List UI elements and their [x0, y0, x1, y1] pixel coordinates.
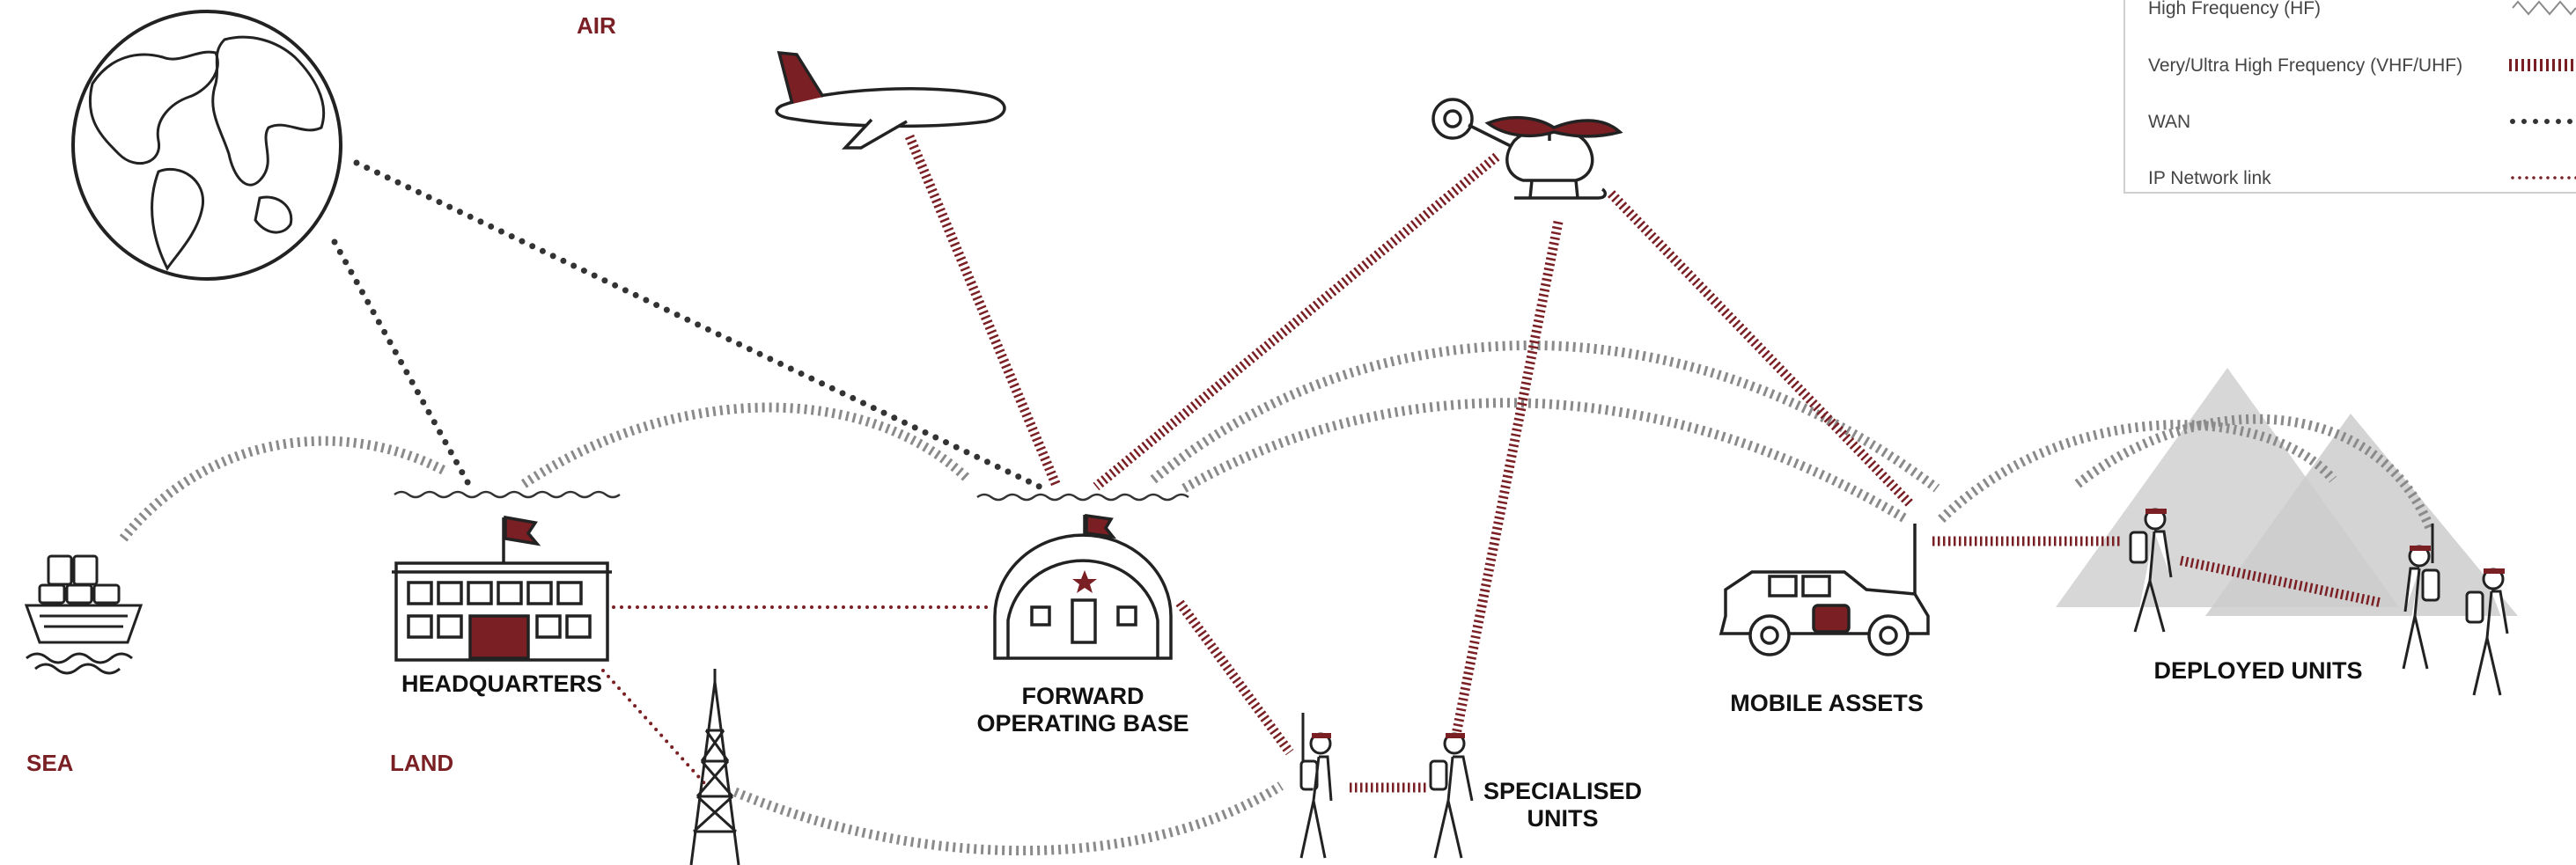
ship-icon — [24, 554, 144, 675]
vhf-heli-mobile — [1608, 190, 1914, 508]
legend-item-vhf: Very/Ultra High Frequency (VHF/UHF) — [2148, 52, 2576, 78]
wave-lines — [394, 490, 1189, 502]
label-specialised-units: SPECIALISED UNITS — [1479, 778, 1646, 832]
legend-item-hf: High Frequency (HF) — [2148, 0, 2576, 21]
globe-icon — [71, 10, 342, 281]
ip-links — [601, 605, 990, 785]
vhf-links — [904, 134, 2383, 793]
helicopter-icon — [1432, 98, 1623, 200]
forward-operating-base-icon — [993, 513, 1173, 660]
legend-label-ip: IP Network link — [2148, 168, 2271, 188]
vhf-heli-fob — [1093, 152, 1500, 491]
hf-arc-ship-hq — [119, 436, 447, 542]
label-fob-line2: OPERATING BASE — [976, 710, 1189, 737]
domain-label-sea: SEA — [26, 750, 74, 776]
hf-arc-fob-mobile-2 — [1181, 398, 1909, 524]
legend-label-wan: WAN — [2148, 112, 2191, 132]
soldier-specialised-2 — [1429, 732, 1474, 859]
legend-panel: High Frequency (HF) Very/Ultra High Freq… — [2123, 0, 2576, 194]
vhf-deployed-deployed — [2179, 555, 2383, 608]
legend-item-ip: IP Network link — [2148, 165, 2576, 191]
hf-arc-hq-fob — [520, 402, 972, 488]
ip-hq-tower — [601, 669, 706, 785]
hf-arc-mobile-deployed — [1938, 420, 2337, 523]
label-deployed-units: DEPLOYED UNITS — [2153, 657, 2363, 684]
label-forward-operating-base: FORWARD OPERATING BASE — [968, 683, 1197, 737]
legend-label-vhf: Very/Ultra High Frequency (VHF/UHF) — [2148, 55, 2463, 76]
label-headquarters: HEADQUARTERS — [401, 671, 602, 697]
legend-label-hf: High Frequency (HF) — [2148, 0, 2322, 18]
hf-arc-tower-spec — [732, 781, 1284, 856]
hf-arc-fob-mobile-1 — [1150, 341, 1940, 493]
soldier-specialised-1 — [1299, 713, 1333, 859]
legend-swatch-vhf — [2509, 59, 2576, 71]
wan-globe-fob — [353, 159, 1047, 492]
legend-swatch-hf — [2512, 0, 2576, 16]
legend-swatch-ip — [2511, 176, 2576, 180]
radio-tower-icon — [689, 669, 740, 865]
soldier-icons — [1299, 508, 2509, 859]
label-specialised-line1: SPECIALISED — [1483, 778, 1643, 804]
airplane-icon — [775, 51, 1006, 150]
wan-globe-hq — [331, 238, 475, 492]
wan-links — [331, 159, 1047, 492]
vhf-heli-spec — [1450, 220, 1564, 741]
vhf-plane-fob — [904, 134, 1062, 488]
mobile-vehicle-icon — [1719, 524, 1930, 656]
label-mobile-assets: MOBILE ASSETS — [1730, 690, 1924, 716]
hf-arc-deployed-far — [2074, 414, 2435, 531]
domain-label-air: AIR — [577, 12, 616, 39]
vhf-fob-spec — [1175, 599, 1294, 756]
label-fob-line1: FORWARD — [1021, 683, 1144, 709]
hf-links — [119, 341, 2435, 856]
domain-label-land: LAND — [390, 750, 454, 776]
legend-item-wan: WAN — [2148, 108, 2576, 135]
soldier-deployed-3 — [2465, 568, 2509, 696]
soldier-deployed-1 — [2129, 508, 2173, 633]
label-specialised-line2: UNITS — [1527, 805, 1599, 832]
headquarters-icon — [392, 515, 612, 662]
soldier-deployed-2 — [2402, 524, 2440, 670]
legend-swatch-wan — [2510, 119, 2576, 124]
